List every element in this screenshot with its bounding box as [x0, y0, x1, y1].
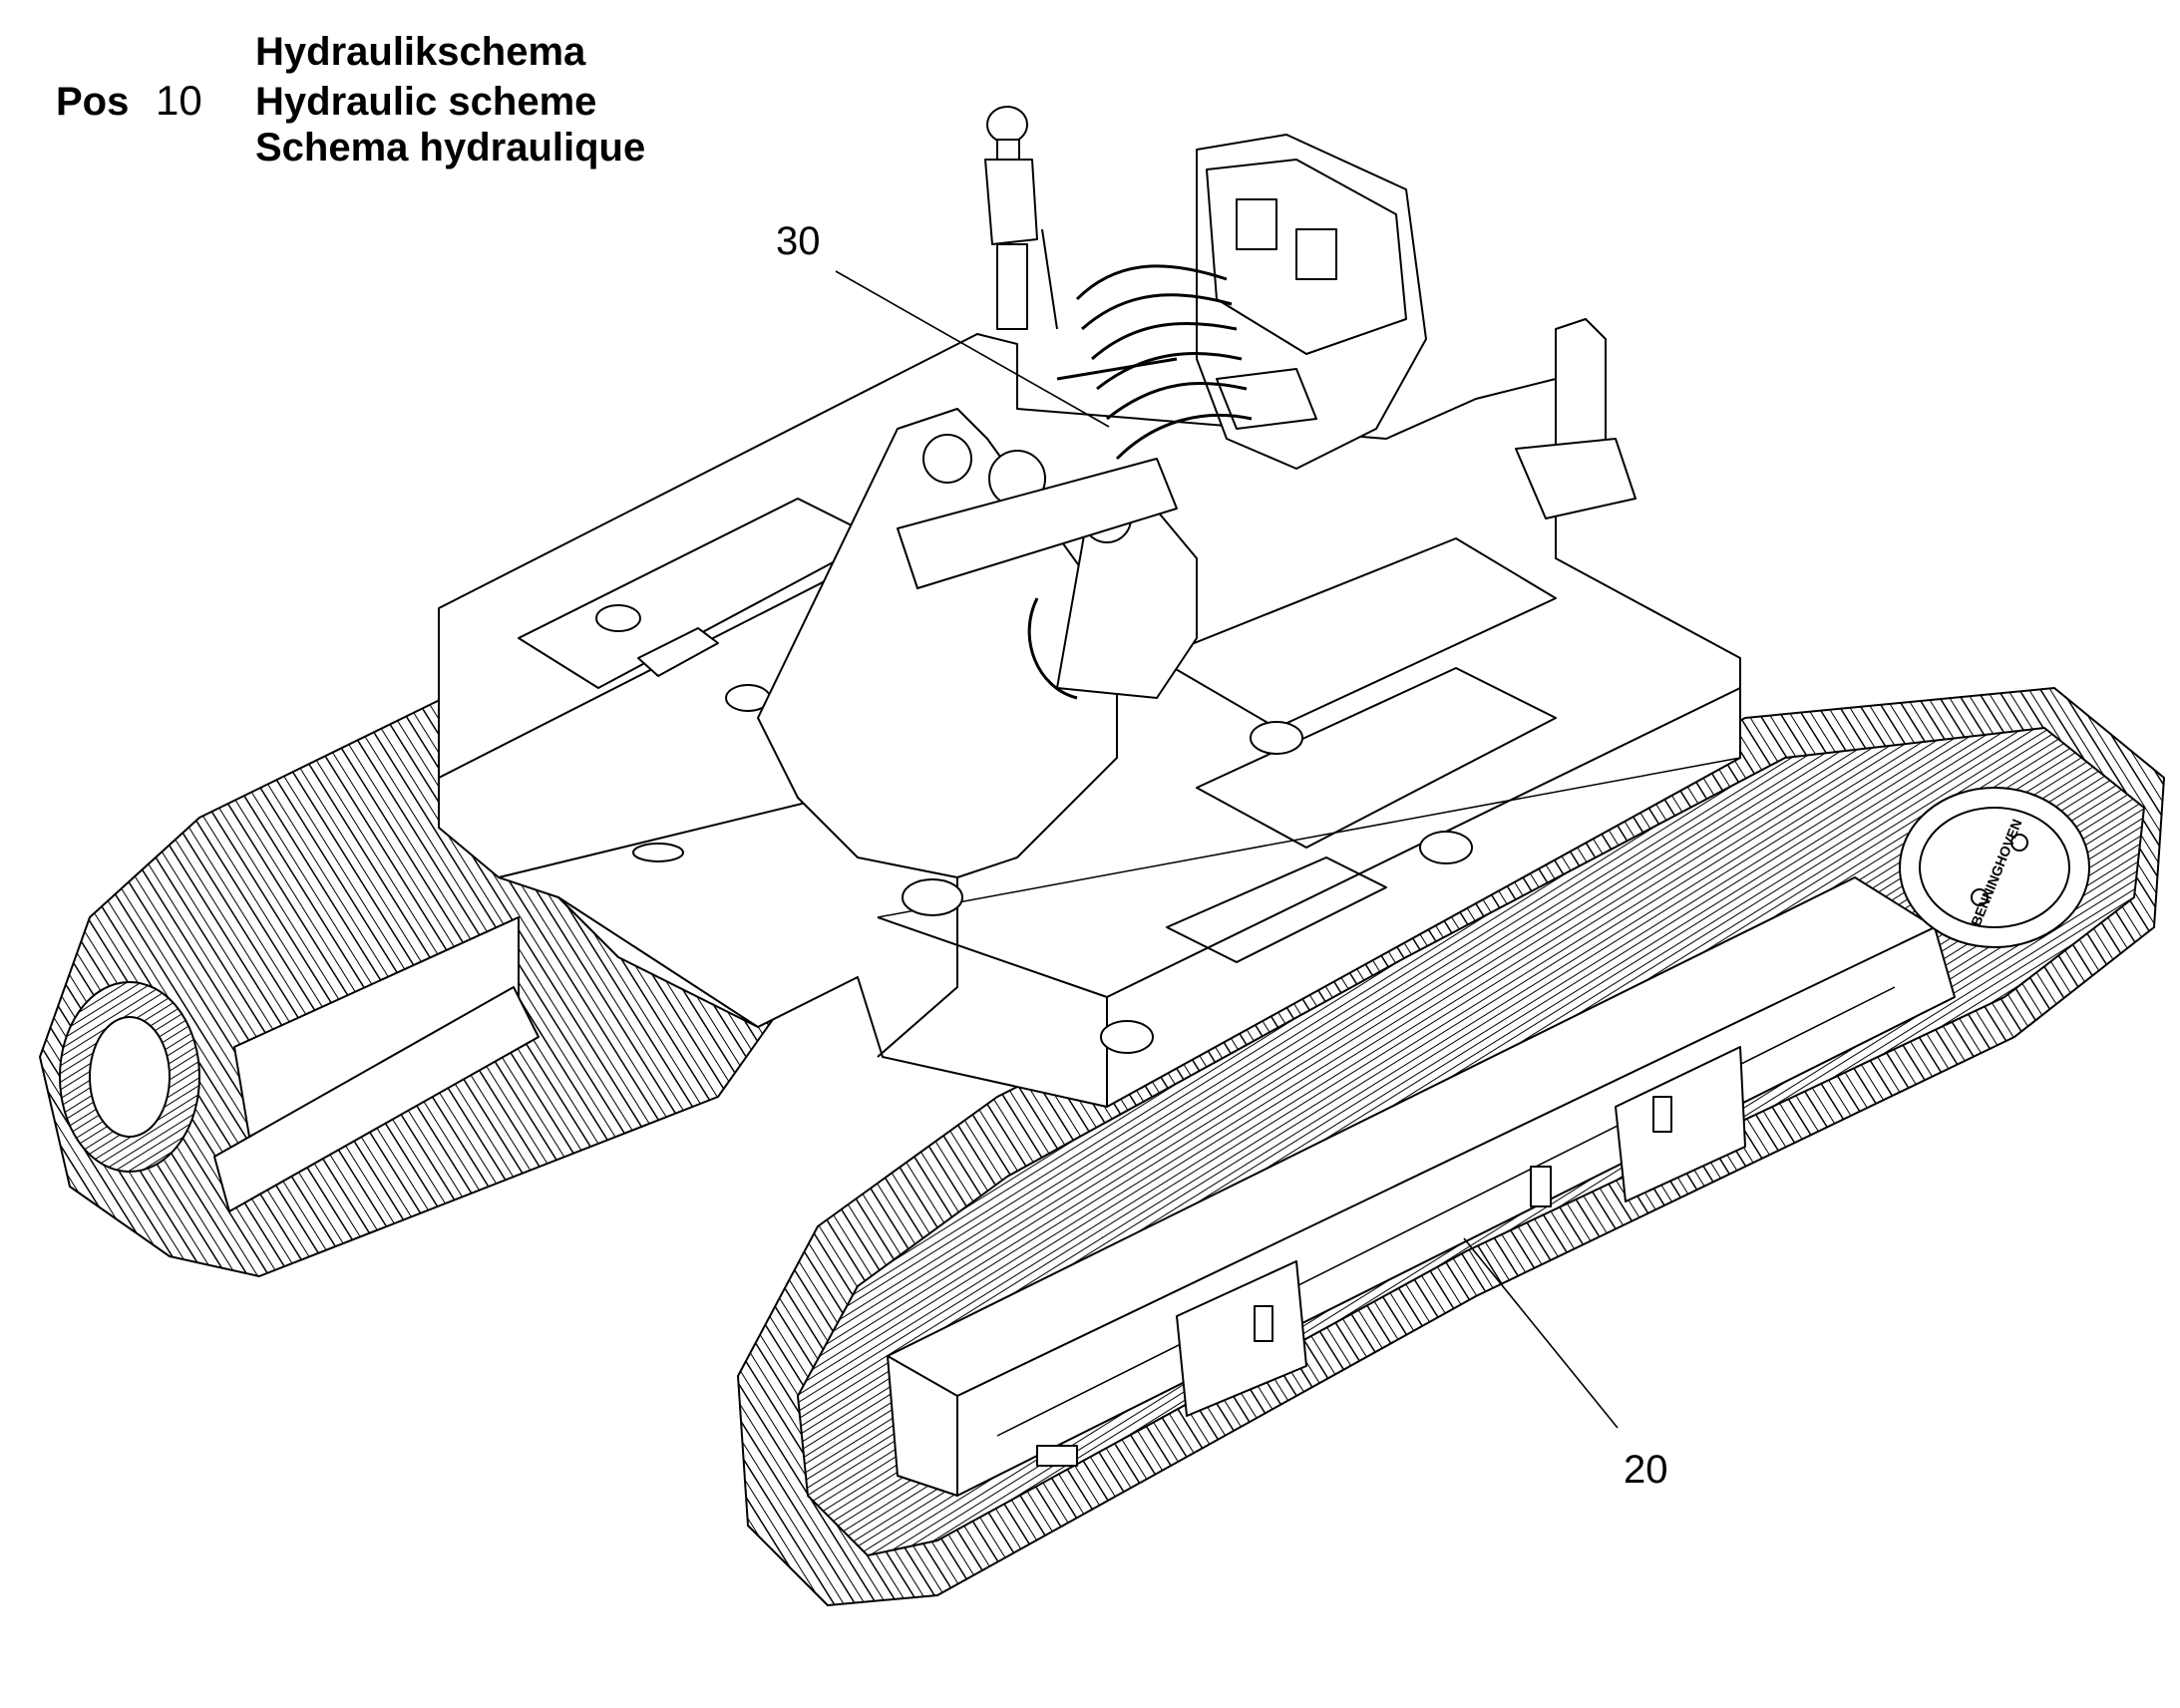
- hydraulic-block: [1196, 134, 1427, 470]
- title-german: Hydraulikschema: [255, 30, 586, 74]
- title-french: Schema hydraulique: [255, 126, 646, 170]
- hydraulic-hoses: [1027, 264, 1253, 700]
- mast-unit: [984, 106, 1058, 330]
- right-track: [737, 687, 2165, 1606]
- leader-line-30: [835, 270, 1110, 428]
- pos-label: Pos: [56, 80, 130, 124]
- boom-mount: [757, 408, 1198, 878]
- pos-number: 10: [156, 77, 202, 124]
- callout-30: 30: [776, 219, 821, 263]
- leader-line-20: [1463, 1237, 1619, 1429]
- callout-20: 20: [1624, 1448, 1668, 1492]
- title-english: Hydraulic scheme: [255, 80, 597, 124]
